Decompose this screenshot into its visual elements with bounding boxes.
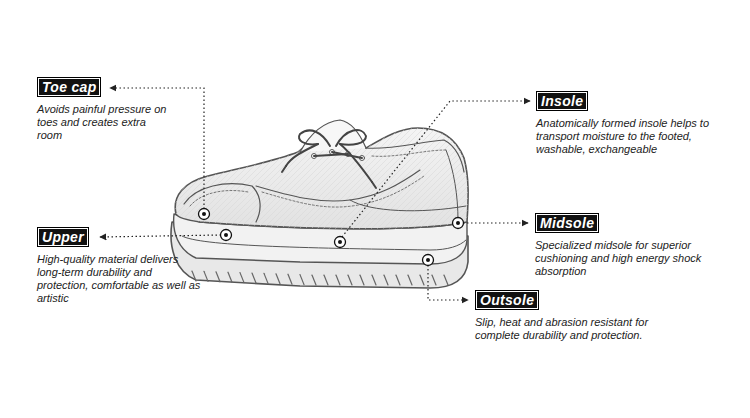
tread-lug [216, 272, 220, 282]
shoe [171, 120, 468, 288]
part-description: Specialized midsole for superior cushion… [535, 239, 725, 278]
leader-lines [100, 88, 530, 300]
tread-lug [444, 275, 448, 285]
shoe-stroke [456, 221, 460, 225]
tread-lug [336, 275, 340, 285]
leader-line [100, 235, 221, 237]
leader-line [428, 265, 468, 300]
part-heading: Midsole [535, 213, 599, 233]
tread-lug [276, 274, 280, 284]
target-dot [423, 255, 434, 266]
shoe-stroke [340, 144, 372, 182]
callout: MidsoleSpecialized midsole for superior … [535, 213, 725, 278]
shoe-stroke [372, 150, 446, 156]
target-dot [221, 230, 232, 241]
callout: Toe capAvoids painful pressure on toes a… [37, 77, 172, 142]
part-heading: Toe cap [37, 77, 101, 97]
tread-lug [420, 275, 424, 285]
tread-lug [240, 273, 244, 283]
tread-lug [264, 273, 268, 283]
tread-lug [396, 275, 400, 285]
shoe-stroke [299, 130, 330, 146]
tread-lug [288, 274, 292, 284]
shoe-stroke [338, 240, 342, 244]
shoe-stroke [190, 191, 248, 206]
part-heading: Outsole [475, 290, 539, 310]
part-description: Slip, heat and abrasion resistant for co… [475, 316, 675, 342]
laces [282, 130, 376, 188]
part-description: Avoids painful pressure on toes and crea… [37, 103, 172, 142]
toe-cap [184, 184, 260, 222]
shoe-stroke [282, 166, 286, 172]
tread-lug [228, 272, 232, 282]
shoe-stroke [256, 170, 420, 201]
tread-lug [432, 275, 436, 285]
tread-lug [312, 275, 316, 285]
part-description: High-quality material delivers long-term… [37, 253, 202, 305]
shoe-stroke [286, 144, 318, 166]
tread-lug [372, 275, 376, 285]
target-dots [199, 209, 464, 266]
callout: OutsoleSlip, heat and abrasion resistant… [475, 290, 675, 342]
shoe-stroke [453, 218, 464, 229]
callout: InsoleAnatomically formed insole helps t… [536, 91, 736, 156]
tread-lug [252, 273, 256, 283]
tread-lug [324, 275, 328, 285]
shoe-stroke [262, 176, 424, 207]
shoe-stroke [199, 209, 210, 220]
shoe-stroke [224, 233, 228, 237]
shoe-stroke [332, 152, 362, 158]
tread-lug [204, 271, 208, 281]
tread-lug [384, 275, 388, 285]
shoe-stroke [426, 258, 430, 262]
target-dot [453, 218, 464, 229]
leader-line [342, 101, 530, 237]
part-heading: Upper [37, 227, 89, 247]
tread-lug [408, 275, 412, 285]
tread-lug [360, 275, 364, 285]
shoe-stroke [202, 212, 206, 216]
shoe-stroke [446, 150, 458, 220]
part-heading: Insole [536, 91, 588, 111]
part-description: Anatomically formed insole helps to tran… [536, 117, 736, 156]
target-dot [199, 209, 210, 220]
shoe-stroke [221, 230, 232, 241]
shoe-stroke [423, 255, 434, 266]
callout: UpperHigh-quality material delivers long… [37, 227, 202, 305]
shoe-stroke [372, 182, 376, 188]
outsole-tread [192, 271, 448, 285]
leader-line [463, 222, 528, 223]
tread-lug [300, 275, 304, 285]
shoe-stroke [335, 237, 346, 248]
target-dot [335, 237, 346, 248]
shoe-stroke [366, 140, 464, 172]
tread-lug [348, 275, 352, 285]
